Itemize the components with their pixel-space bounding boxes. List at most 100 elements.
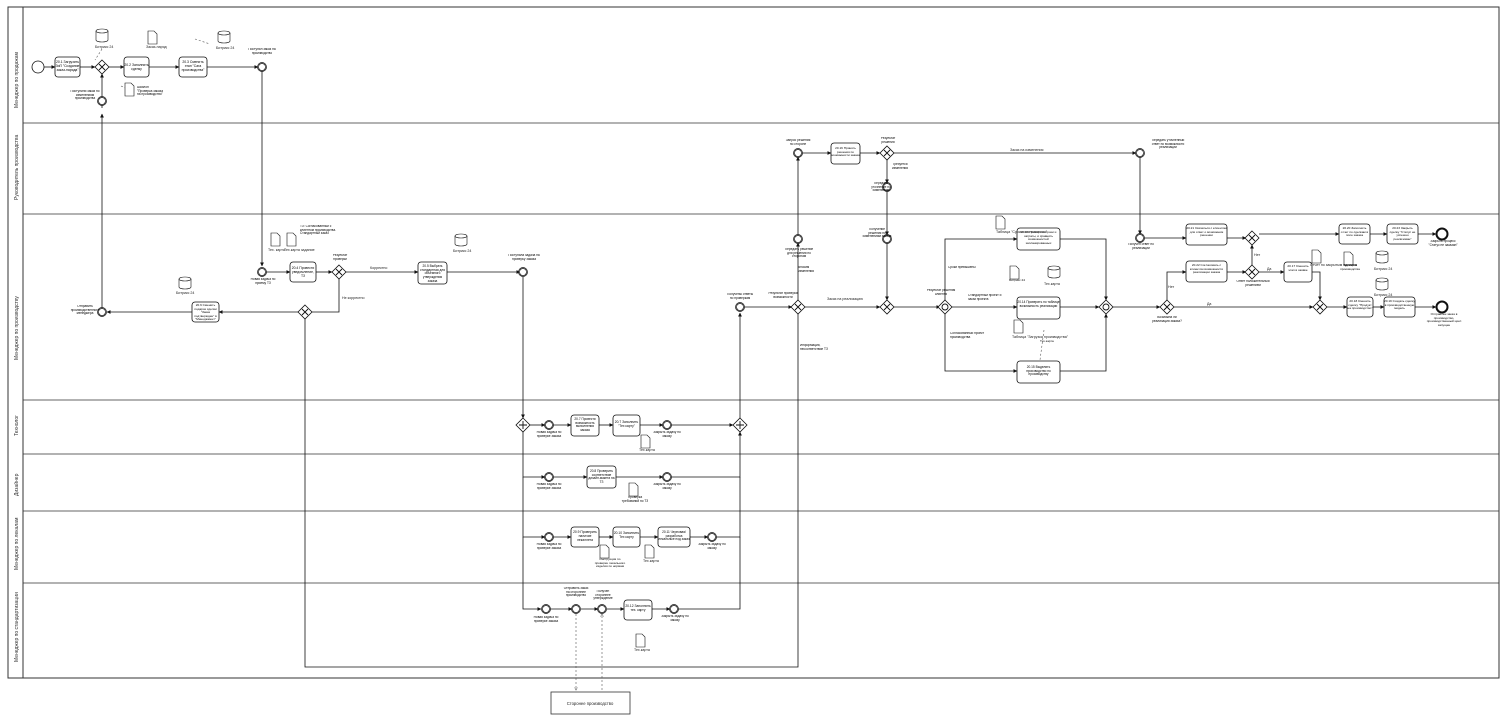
end-event-rejected bbox=[1435, 227, 1449, 241]
artifact-label: Битрикс 24 bbox=[453, 249, 471, 253]
event-label: Получены ответы по проверкам bbox=[726, 293, 754, 300]
event-label: Передать уточненный ответ по возможности… bbox=[1151, 139, 1185, 150]
task-label: 20.15 Выделить производство по производс… bbox=[1026, 365, 1051, 377]
flow-label: Корректно bbox=[370, 266, 387, 270]
task-label: 20.10 Заполнить Тех карту bbox=[613, 531, 640, 539]
artifact-label: Битрикс 24 bbox=[1009, 279, 1025, 282]
end-event-production bbox=[1435, 300, 1449, 314]
task-label: 20.17 Сменить этап в заявке bbox=[1287, 264, 1309, 272]
flow-label: Сроки превышены bbox=[948, 266, 976, 269]
event-label: Поступил заказ на производство bbox=[248, 48, 276, 55]
artifact-label: ТЗ: Согласованный с клиентом производств… bbox=[300, 225, 336, 236]
artifact-label: Тех.карта bbox=[643, 559, 659, 563]
task-label: 20.18 Сменить сделку "Продукт на произво… bbox=[1347, 299, 1373, 311]
task-label: 20.23 Закрыть сделку "Статус не успешно … bbox=[1389, 226, 1416, 241]
event-label: Закрыть процесс "Статус не заказан" bbox=[1428, 240, 1458, 247]
artifact-label: Тех.карта производства bbox=[1340, 264, 1360, 271]
event-label: Передать решение для решения по сторонам bbox=[784, 248, 814, 258]
task-label: 20.5 Выбрать стандартная для объемного у… bbox=[420, 264, 445, 283]
event-label: Отправить заказ на стороннее производств… bbox=[563, 587, 589, 598]
sequence-flows bbox=[44, 65, 1437, 668]
external-pool bbox=[550, 691, 631, 715]
artifact-label: Тех.карта bbox=[1040, 340, 1054, 343]
artifact-label: Таблица "Загрузка производства" bbox=[1012, 335, 1069, 339]
event-label: Новая задача по проверке заказа bbox=[533, 616, 559, 623]
artifact-label: Тех.карта задание bbox=[284, 248, 315, 252]
artifact-label: Заказ-наряд bbox=[146, 45, 168, 49]
task-label: 20.16 Принять решения по возможности зак… bbox=[831, 146, 860, 158]
event-label: Поступила задача на проверку заказа bbox=[508, 254, 540, 261]
task-label: 20.2 Заполнить сделку bbox=[124, 63, 149, 71]
artifact-label: Шаблон "Проверка заказа на производство" bbox=[137, 86, 163, 97]
event-label: Закрыть задачу по заказу bbox=[653, 483, 681, 490]
artifact-label: Битрикс 24 bbox=[1374, 267, 1392, 271]
event-label: Получен ответ по реализации bbox=[1128, 243, 1154, 250]
gateway-label: Требуется изменения bbox=[891, 163, 908, 170]
event-label: Новая задача по приему ТЗ bbox=[250, 278, 276, 285]
lane-label-pattern: Менеджер по лекалам bbox=[14, 517, 20, 570]
task-label: 20.7 Заполнить "Тех карту" bbox=[614, 420, 639, 428]
task-label: 20.4 Провести уведомление, ТЗ bbox=[291, 266, 315, 278]
flow-label: Заказ на реализацию bbox=[827, 297, 863, 301]
flow-label: Вносим изменения bbox=[798, 266, 815, 273]
task-label: 20.11 Черновая/разработка лекальные под … bbox=[658, 530, 690, 542]
artifact-label: Битрикс 24 bbox=[216, 46, 234, 50]
flow-label: Не корректно bbox=[342, 296, 364, 300]
event-label: Новая задача по проверке заказа bbox=[536, 483, 562, 490]
gateway-label: Ответ положительный решением bbox=[1236, 280, 1270, 287]
data-stores bbox=[95, 28, 1389, 291]
event-label: Отправлен заказ в производство, производ… bbox=[1426, 313, 1462, 327]
task-label: 20.8 Проверить соответствие дизайн-макет… bbox=[588, 469, 615, 485]
gateway-label: Результат решения bbox=[880, 137, 896, 144]
event-label: Закрыть задачу по заказу bbox=[653, 431, 681, 438]
flow-label: Да bbox=[1267, 267, 1271, 271]
gateway-label: Результат проверки возможности bbox=[768, 292, 798, 299]
event-label: Поступили заказ по изменениям производст… bbox=[70, 90, 100, 101]
task-label: 20.7 Провести возможность выполнения зак… bbox=[574, 417, 596, 433]
lane-label-head: Руководитель производства bbox=[14, 134, 20, 200]
flow-label: Заказ на изменения bbox=[1010, 148, 1044, 152]
event-label: Передать уточнение по изменению bbox=[871, 182, 891, 193]
artifact-label: Тех.карта bbox=[639, 448, 655, 452]
gateway-label: Возможна ли реализация заказа? bbox=[1152, 316, 1182, 323]
task-label: 20.14 Проверить по таблице возможность р… bbox=[1017, 300, 1060, 308]
flow-label: Нет bbox=[1168, 285, 1174, 289]
pool-frame bbox=[7, 6, 1500, 679]
artifact-label: Битрикс 24 bbox=[176, 291, 194, 295]
start-event bbox=[31, 60, 45, 74]
task-label: 20.20 Заполнить отчет по сделкам в поле … bbox=[1340, 226, 1369, 238]
artifact-label: Таблица "Сроки изготовления" bbox=[996, 230, 1048, 234]
event-label: Запрос решения по стороне bbox=[785, 139, 811, 146]
tasks bbox=[54, 56, 1419, 621]
task-label: 20.9 Проверить наличие лекаллета bbox=[573, 530, 597, 542]
event-label: Новая задача по проверке заказа bbox=[536, 543, 562, 550]
task-label: 20.12 Заполнить тех. карту bbox=[625, 604, 651, 612]
task-labels: 20.1 Загрузить ЗиП "Создание заказ-наряд… bbox=[55, 60, 1416, 612]
event-label: Закрыть задачу по заказу bbox=[698, 543, 726, 550]
flow-label: Информация, несоответствие ТЗ bbox=[800, 344, 828, 351]
lane-label-design: Дизайнер bbox=[13, 473, 20, 496]
event-label: Новая задача по проверке заказа bbox=[536, 431, 562, 438]
artifact-label: Отчет по закрытым сделкам bbox=[1310, 263, 1358, 267]
lane-label-prod: Менеджер по производству bbox=[14, 296, 20, 360]
event-label: Отправить производственного менеджера bbox=[70, 305, 100, 316]
task-label: 20.13 Проверить сроки и затраты, и сравн… bbox=[1020, 230, 1057, 245]
gateway-labels: Результат проверки Результат проверки во… bbox=[333, 137, 1270, 323]
flow-label: Стандартный проект и заказ проекта bbox=[968, 294, 1002, 301]
task-label: 20.19 Создать сделку в производственную … bbox=[1384, 299, 1415, 311]
external-pool-label: Сторонее производство bbox=[567, 701, 614, 706]
flow-label: Согласованный проект производства bbox=[950, 332, 985, 339]
task-label: 20.1 Загрузить ЗиП "Создание заказ-наряд… bbox=[55, 60, 80, 72]
artifact-label: Битрикс 24 bbox=[1374, 293, 1392, 297]
event-label: Получение решения по изменениям заказа bbox=[862, 228, 892, 239]
task-label: 20.21 Связаться с клиентом для ответ о в… bbox=[1186, 226, 1227, 238]
lane-label-tech: Технолог bbox=[14, 415, 20, 436]
gateway-label: Результат решения клиента bbox=[926, 289, 956, 296]
task-label: 20.22 Согласовать с клиентом возможности… bbox=[1189, 263, 1224, 275]
event-label: Получен стороннее утверждение bbox=[593, 590, 613, 601]
event-label: Закрыть задачу по заказу bbox=[661, 615, 689, 622]
artifact-labels: Битрикс 24 Заказ-наряд Битрикс 24 Шаблон… bbox=[95, 45, 1392, 652]
flow-label: Нет bbox=[1254, 253, 1260, 257]
